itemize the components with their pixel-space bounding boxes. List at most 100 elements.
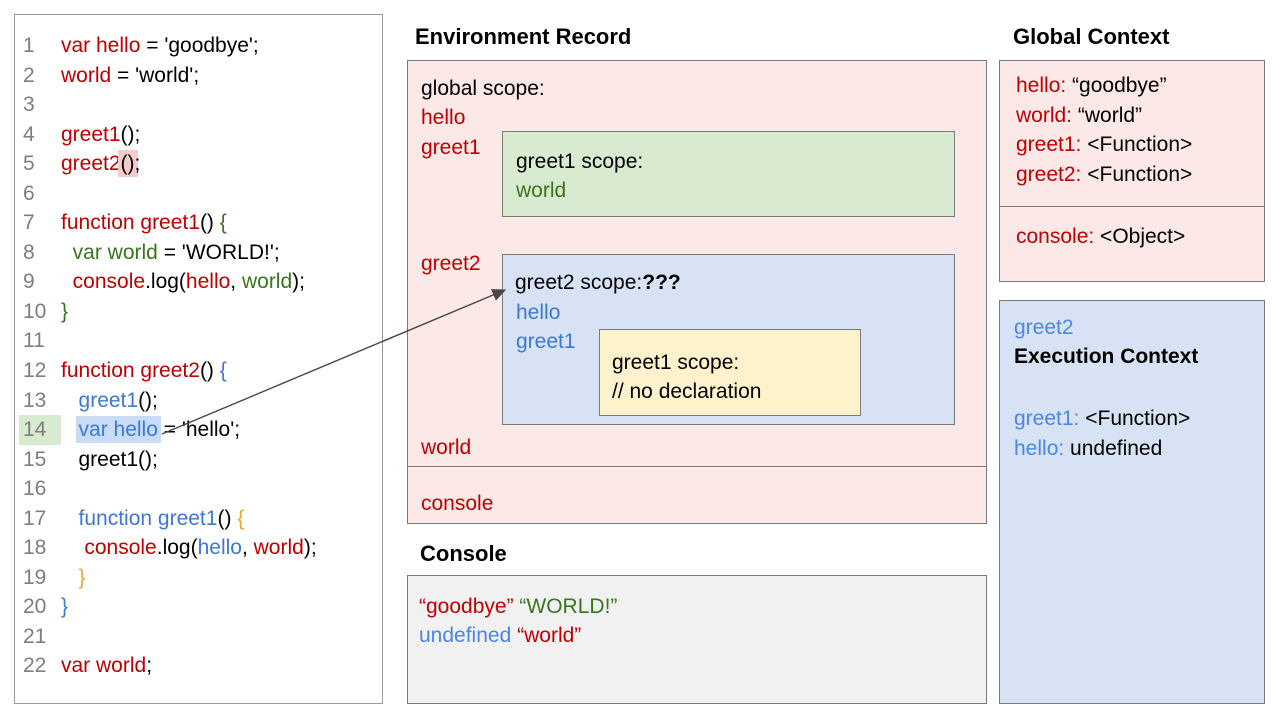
code-token: world — [241, 270, 293, 294]
entry-value: “goodbye” — [1066, 74, 1167, 97]
code-token: ); — [292, 270, 305, 294]
console-title: Console — [420, 541, 507, 566]
execution-context-title: Execution Context — [1014, 345, 1199, 368]
entry-key: greet1: — [1016, 133, 1082, 157]
code-token: () — [217, 506, 238, 530]
code-token: = 'goodbye'; — [140, 34, 259, 57]
code-token: { — [237, 506, 245, 530]
code-line: 9 console.log(hello, world); — [15, 267, 382, 297]
code-token: } — [61, 595, 69, 619]
line-number: 17 — [23, 506, 47, 530]
gc-console-entry: console: <Object> — [1016, 222, 1264, 252]
console-line: “goodbye” “WORLD!” — [419, 592, 986, 621]
line-number: 19 — [23, 565, 47, 589]
code-token: (); — [120, 122, 141, 146]
line-number: 12 — [23, 359, 47, 383]
line-number: 22 — [23, 654, 47, 678]
code-token — [61, 566, 79, 589]
code-token: .log( — [145, 270, 186, 294]
execution-context-box: greet2 Execution Context greet1: <Functi… — [999, 300, 1265, 704]
context-entry: hello: undefined — [1014, 434, 1190, 464]
code-line: 14 var hello = 'hello'; — [15, 415, 382, 445]
console-output-box: “goodbye” “WORLD!” undefined “world” — [407, 575, 987, 704]
line-number: 15 — [23, 447, 47, 471]
code-token: () — [199, 211, 220, 235]
global-var-hello: hello — [421, 106, 466, 129]
code-token: greet1(); — [61, 447, 158, 471]
global-context-box: hello: “goodbye”world: “world”greet1: <F… — [999, 60, 1265, 207]
code-token: function greet1 — [78, 506, 218, 530]
code-token: () — [117, 150, 138, 178]
line-number: 3 — [23, 93, 35, 117]
line-number: 1 — [23, 34, 35, 57]
code-line: 3 — [15, 90, 382, 120]
console-token: “goodbye” — [419, 595, 514, 618]
code-line: 13 greet1(); — [15, 386, 382, 416]
code-token — [61, 389, 79, 412]
line-number: 7 — [23, 211, 35, 235]
global-context-title: Global Context — [1013, 24, 1170, 49]
line-number: 18 — [23, 536, 47, 560]
code-token: = 'hello'; — [157, 418, 241, 442]
global-var-greet1: greet1 — [421, 136, 481, 159]
console-token: “WORLD!” — [519, 595, 618, 618]
entry-value: <Function> — [1081, 133, 1193, 157]
greet2-scope-title-text: greet2 scope: — [515, 271, 643, 294]
line-number: 16 — [23, 477, 47, 501]
greet2-scope-box: greet2 scope:??? hello greet1 greet1 sco… — [502, 254, 955, 425]
code-token: hello — [185, 270, 231, 294]
code-line: 17 function greet1() { — [15, 504, 382, 534]
line-number: 14 — [19, 415, 61, 445]
code-line: 21 — [15, 622, 382, 652]
line-number: 9 — [23, 270, 35, 294]
global-var-world: world — [421, 436, 472, 459]
code-line: 19 } — [15, 563, 382, 593]
code-token: function greet2 — [61, 359, 200, 383]
console-token: undefined — [419, 624, 512, 648]
entry-key: greet2: — [1016, 162, 1082, 186]
code-token: greet1 — [78, 388, 139, 412]
code-token: { — [219, 211, 227, 235]
console-scope-box: console — [407, 466, 987, 524]
line-number: 5 — [23, 152, 35, 176]
greet2-scope-var-hello: hello — [516, 301, 561, 324]
line-number: 11 — [23, 329, 45, 353]
line-number: 13 — [23, 388, 47, 412]
console-token: “world” — [517, 624, 582, 648]
entry-key: hello: — [1016, 74, 1067, 97]
context-entry: greet1: <Function> — [1014, 404, 1190, 434]
line-number: 21 — [23, 624, 47, 648]
code-token: .log( — [156, 536, 198, 560]
code-token: ; — [146, 654, 153, 678]
ec-entries: greet1: <Function>hello: undefined — [1014, 404, 1190, 463]
gc-entries: hello: “goodbye”world: “world”greet1: <F… — [1016, 71, 1264, 189]
code-line: 11 — [15, 326, 382, 356]
entry-key: world: — [1016, 103, 1073, 127]
environment-record-title: Environment Record — [415, 24, 632, 49]
global-scope-label: global scope: — [421, 77, 545, 100]
context-entry: hello: “goodbye” — [1016, 71, 1264, 101]
code-token: hello — [197, 536, 242, 560]
code-token: , — [241, 536, 254, 560]
console-lines: “goodbye” “WORLD!” undefined “world” — [419, 592, 986, 651]
context-entry: greet2: <Function> — [1016, 160, 1264, 190]
inner-greet1-scope-comment: // no declaration — [612, 380, 762, 403]
code-token: greet2 — [61, 152, 121, 176]
entry-key: hello: — [1014, 436, 1065, 460]
entry-key: greet1: — [1014, 407, 1080, 430]
code-token: } — [78, 565, 86, 589]
code-token: world — [61, 63, 112, 87]
context-entry: greet1: <Function> — [1016, 130, 1264, 160]
entry-key: console: — [1016, 224, 1095, 248]
greet2-scope-var-greet1: greet1 — [516, 330, 576, 353]
inner-greet1-scope-box: greet1 scope: // no declaration — [599, 329, 861, 416]
entry-value: undefined — [1064, 436, 1163, 460]
greet2-scope-title: greet2 scope:??? — [515, 271, 681, 295]
code-line: 15 greet1(); — [15, 445, 382, 475]
code-token: var hello — [75, 416, 161, 444]
